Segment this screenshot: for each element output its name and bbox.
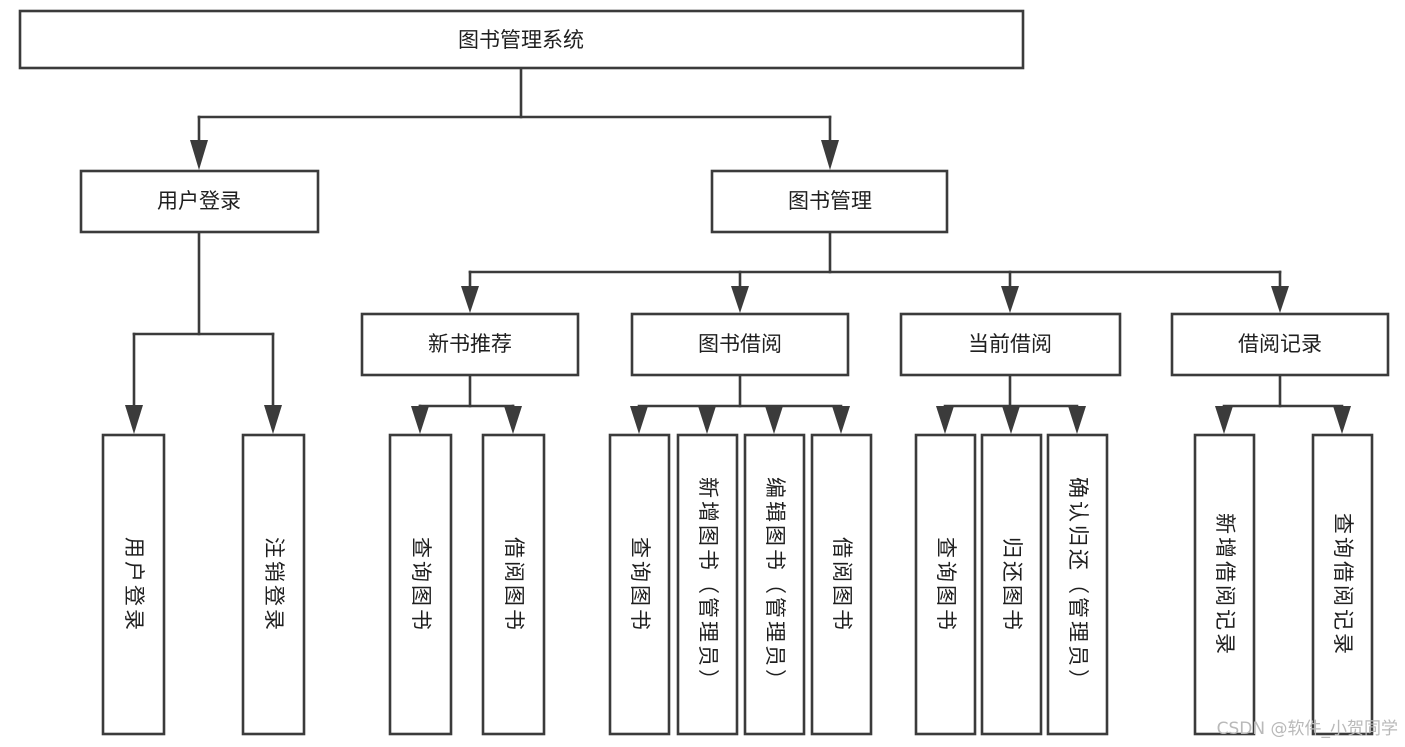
arrow-leaf-query-borrow-record [1333, 406, 1351, 434]
node-book-borrow[interactable]: 图书借阅 [630, 312, 850, 377]
arrow-leaf-add-book [698, 406, 716, 434]
node-user-login-label: 用户登录 [157, 189, 241, 213]
node-book-management-box[interactable] [710, 169, 949, 234]
node-leaf-query-book-recommend[interactable]: 查询图书 [388, 433, 453, 736]
node-leaf-query-book-borrow-label: 查询图书 [628, 537, 652, 633]
node-leaf-query-book-borrow[interactable]: 查询图书 [608, 433, 671, 736]
node-leaf-edit-book[interactable]: 编辑图书（管理员） [743, 433, 806, 736]
node-borrow-record[interactable]: 借阅记录 [1170, 312, 1390, 377]
node-leaf-query-borrow-record-label: 查询借阅记录 [1331, 513, 1355, 657]
node-leaf-borrow-book-recommend-box[interactable] [481, 433, 546, 736]
node-leaf-query-book-current[interactable]: 查询图书 [914, 433, 977, 736]
node-leaf-borrow-book-box[interactable] [810, 433, 873, 736]
connector-layer [125, 66, 1351, 434]
arrow-to-book-borrow [731, 286, 749, 313]
arrow-leaf-borrow-book [832, 406, 850, 434]
node-root-label: 图书管理系统 [458, 28, 584, 52]
node-leaf-add-book[interactable]: 新增图书（管理员） [676, 433, 739, 736]
node-leaf-borrow-book-label: 借阅图书 [830, 537, 854, 633]
node-current-borrow-label: 当前借阅 [968, 332, 1052, 356]
arrow-to-user-login [190, 140, 208, 170]
node-current-borrow-box[interactable] [899, 312, 1122, 377]
arrow-leaf-query-book-recommend [411, 406, 429, 434]
node-leaf-return-book[interactable]: 归还图书 [980, 433, 1043, 736]
node-book-management[interactable]: 图书管理 [710, 169, 949, 234]
arrow-to-borrow-record [1271, 286, 1289, 313]
node-user-login-box[interactable] [79, 169, 320, 234]
node-leaf-user-login[interactable]: 用户登录 [101, 433, 166, 736]
node-leaf-add-borrow-record-label: 新增借阅记录 [1213, 513, 1237, 657]
node-leaf-query-book-current-label: 查询图书 [934, 537, 958, 633]
arrow-to-book-management [821, 140, 839, 170]
node-leaf-query-borrow-record-box[interactable] [1311, 433, 1374, 736]
arrow-to-new-book-recommend [461, 286, 479, 313]
node-leaf-query-book-current-box[interactable] [914, 433, 977, 736]
node-leaf-logout-box[interactable] [241, 433, 306, 736]
node-leaf-logout-label: 注销登录 [262, 537, 286, 633]
node-leaf-query-book-recommend-box[interactable] [388, 433, 453, 736]
node-book-borrow-box[interactable] [630, 312, 850, 377]
arrow-leaf-confirm-return [1068, 406, 1086, 434]
node-borrow-record-box[interactable] [1170, 312, 1390, 377]
node-book-borrow-label: 图书借阅 [698, 332, 782, 356]
node-current-borrow[interactable]: 当前借阅 [899, 312, 1122, 377]
node-leaf-confirm-return-box[interactable] [1046, 433, 1109, 736]
node-leaf-logout[interactable]: 注销登录 [241, 433, 306, 736]
node-leaf-edit-book-box[interactable] [743, 433, 806, 736]
arrow-leaf-edit-book [765, 406, 783, 434]
node-leaf-add-borrow-record-box[interactable] [1193, 433, 1256, 736]
node-leaf-confirm-return-label: 确认归还（管理员） [1066, 477, 1090, 693]
node-new-book-recommend-label: 新书推荐 [428, 332, 512, 356]
node-leaf-query-book-recommend-label: 查询图书 [409, 537, 433, 633]
arrow-leaf-query-book-borrow [630, 406, 648, 434]
node-leaf-user-login-label: 用户登录 [122, 537, 146, 633]
arrow-leaf-user-login [125, 405, 143, 434]
arrow-leaf-add-borrow-record [1215, 406, 1233, 434]
node-root[interactable]: 图书管理系统 [18, 9, 1025, 70]
node-user-login[interactable]: 用户登录 [79, 169, 320, 234]
node-leaf-query-book-borrow-box[interactable] [608, 433, 671, 736]
node-leaf-return-book-label: 归还图书 [1000, 537, 1024, 633]
node-leaf-add-book-box[interactable] [676, 433, 739, 736]
node-leaf-confirm-return[interactable]: 确认归还（管理员） [1046, 433, 1109, 736]
node-root-box[interactable] [18, 9, 1025, 70]
node-new-book-recommend[interactable]: 新书推荐 [360, 312, 580, 377]
arrow-leaf-return-book [1002, 406, 1020, 434]
node-leaf-add-book-label: 新增图书（管理员） [696, 477, 720, 693]
node-new-book-recommend-box[interactable] [360, 312, 580, 377]
node-borrow-record-label: 借阅记录 [1238, 332, 1322, 356]
node-leaf-borrow-book[interactable]: 借阅图书 [810, 433, 873, 736]
arrow-leaf-borrow-book-recommend [504, 406, 522, 434]
node-leaf-edit-book-label: 编辑图书（管理员） [763, 477, 787, 693]
node-leaf-return-book-box[interactable] [980, 433, 1043, 736]
arrow-to-current-borrow [1001, 286, 1019, 313]
node-leaf-query-borrow-record[interactable]: 查询借阅记录 [1311, 433, 1374, 736]
node-leaf-borrow-book-recommend-label: 借阅图书 [502, 537, 526, 633]
node-leaf-borrow-book-recommend[interactable]: 借阅图书 [481, 433, 546, 736]
arrow-leaf-logout [264, 405, 282, 434]
node-leaf-add-borrow-record[interactable]: 新增借阅记录 [1193, 433, 1256, 736]
arrow-leaf-query-book-current [936, 406, 954, 434]
node-leaf-user-login-box[interactable] [101, 433, 166, 736]
watermark-label: CSDN @软件_小贺同学 [1217, 719, 1398, 739]
node-book-management-label: 图书管理 [788, 189, 872, 213]
